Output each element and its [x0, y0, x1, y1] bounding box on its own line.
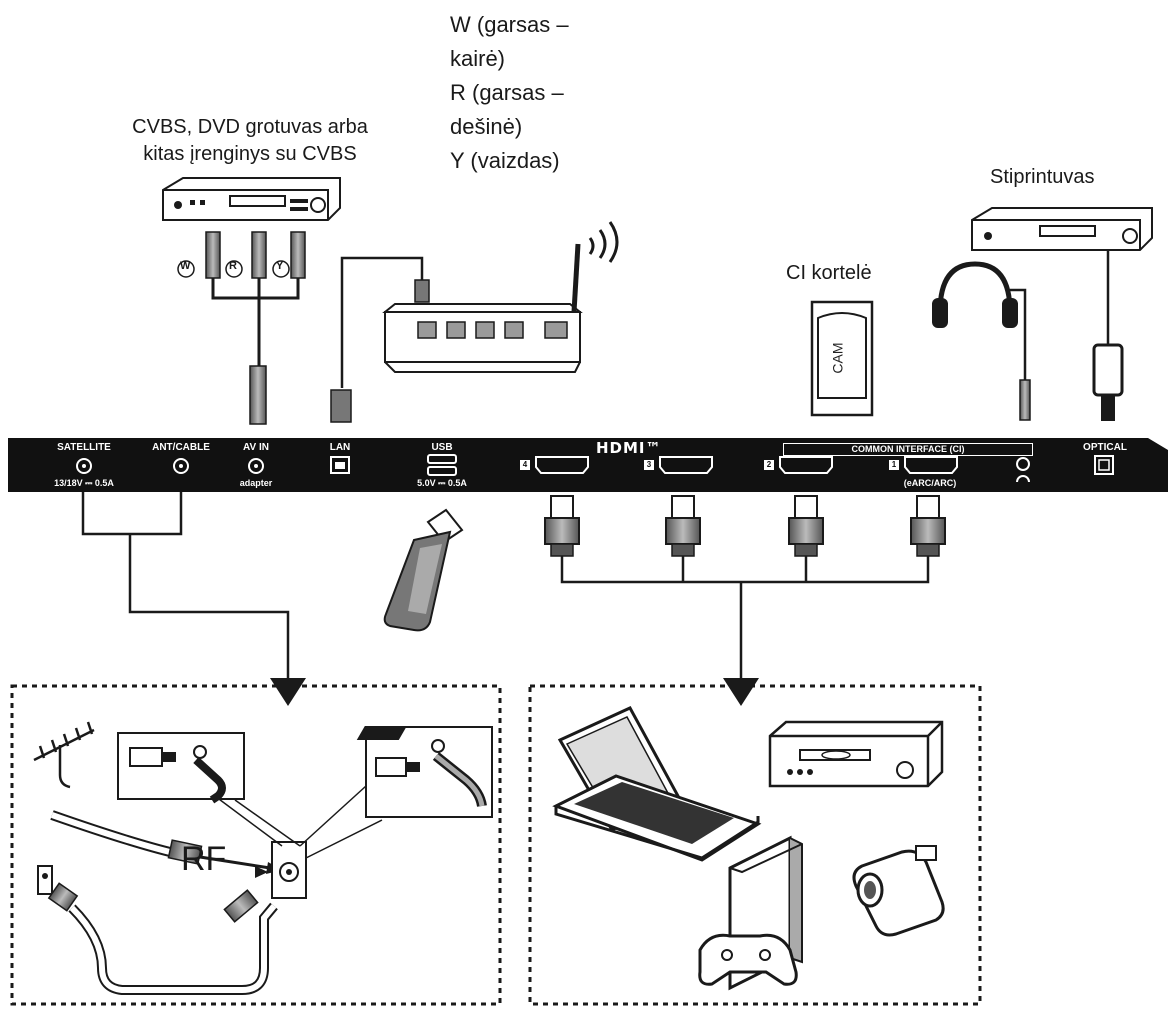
- satellite-spec-label: 13/18V ⎓ 0.5A: [54, 478, 114, 488]
- satellite-port: [76, 458, 92, 474]
- usb-stick-icon: [383, 508, 464, 632]
- hdmi-logo: HDMI™: [596, 439, 662, 457]
- hdmi-number-2: 2: [764, 460, 774, 470]
- satellite-cable: [37, 865, 278, 995]
- hdmi-port-3: [659, 456, 713, 474]
- av-adapter-label: adapter: [239, 478, 273, 488]
- hdmi-devices-box: [528, 684, 982, 1006]
- cvbs-device-label: CVBS, DVD grotuvas arba kitas įrenginys …: [132, 116, 368, 165]
- dvd-player-icon: [162, 177, 341, 221]
- usb-spec-label: 5.0V ⎓ 0.5A: [417, 478, 467, 488]
- lan-cable: [330, 256, 430, 423]
- headphones-icon: [932, 261, 1031, 421]
- hdmi-port-2: [779, 456, 833, 474]
- hdmi-plug-1: [910, 495, 946, 557]
- ci-card-label: CI kortelė: [786, 262, 872, 284]
- connector-detail-left: [117, 732, 245, 804]
- antenna-connector-lines: [81, 492, 306, 706]
- common-interface-label: COMMON INTERFACE (CI): [783, 443, 1033, 456]
- av-in-label: AV IN: [243, 442, 269, 453]
- hdmi-plug-2: [788, 495, 824, 557]
- optical-port: [1094, 455, 1114, 475]
- lan-label: LAN: [329, 442, 351, 453]
- legend-line: kairė): [450, 46, 506, 71]
- legend-line: Y (vaizdas): [450, 148, 560, 173]
- hdmi-plug-3: [665, 495, 701, 557]
- rca-plugs: [177, 231, 306, 425]
- rf-label: RF: [181, 840, 227, 878]
- audio-video-legend: W (garsas – kairė) R (garsas – dešinė) Y…: [450, 8, 650, 178]
- gamepad-icon: [698, 933, 798, 986]
- cam-label: CAM: [829, 342, 846, 374]
- blu-ray-player-icon: [356, 720, 944, 788]
- hdmi-cables: [544, 495, 946, 706]
- antenna-cable: [50, 810, 282, 874]
- ant-cable-port: [173, 458, 189, 474]
- hdmi-plug-4: [544, 495, 580, 557]
- legend-line: dešinė): [450, 114, 523, 139]
- hdmi-number-1: 1: [889, 460, 899, 470]
- hdmi-port-1: [904, 456, 958, 474]
- rca-r-label: R: [229, 260, 237, 272]
- amplifier-icon: [971, 207, 1153, 421]
- satellite-label: SATELLITE: [57, 442, 111, 453]
- rca-w-label: W: [180, 260, 191, 272]
- antenna-icon: [33, 721, 95, 789]
- legend-line: W (garsas –: [450, 12, 569, 37]
- earc-label: (eARC/ARC): [903, 478, 957, 488]
- ant-cable-label: ANT/CABLE: [152, 442, 210, 453]
- av-in-port: [248, 458, 264, 474]
- router-icon: [382, 221, 619, 373]
- wall-socket: [255, 841, 307, 899]
- usb-label: USB: [431, 442, 453, 453]
- hdmi-port-4: [535, 456, 589, 474]
- connector-detail-right: [365, 726, 493, 818]
- tv-back-panel: [8, 438, 1168, 492]
- antenna-detail-box: [10, 684, 502, 1006]
- camcorder-icon: [852, 845, 945, 937]
- usb-port-1: [427, 454, 457, 464]
- amplifier-label: Stiprintuvas: [990, 166, 1095, 188]
- lan-port: [330, 456, 350, 474]
- laptop-icon: [552, 706, 762, 862]
- rca-y-label: Y: [276, 260, 284, 272]
- optical-label: OPTICAL: [1083, 442, 1127, 453]
- hdmi-number-3: 3: [644, 460, 654, 470]
- usb-port-2: [427, 466, 457, 476]
- hdmi-number-4: 4: [520, 460, 530, 470]
- legend-line: R (garsas –: [450, 80, 564, 105]
- ci-card-icon: [810, 300, 874, 417]
- headphone-jack: [1016, 457, 1030, 471]
